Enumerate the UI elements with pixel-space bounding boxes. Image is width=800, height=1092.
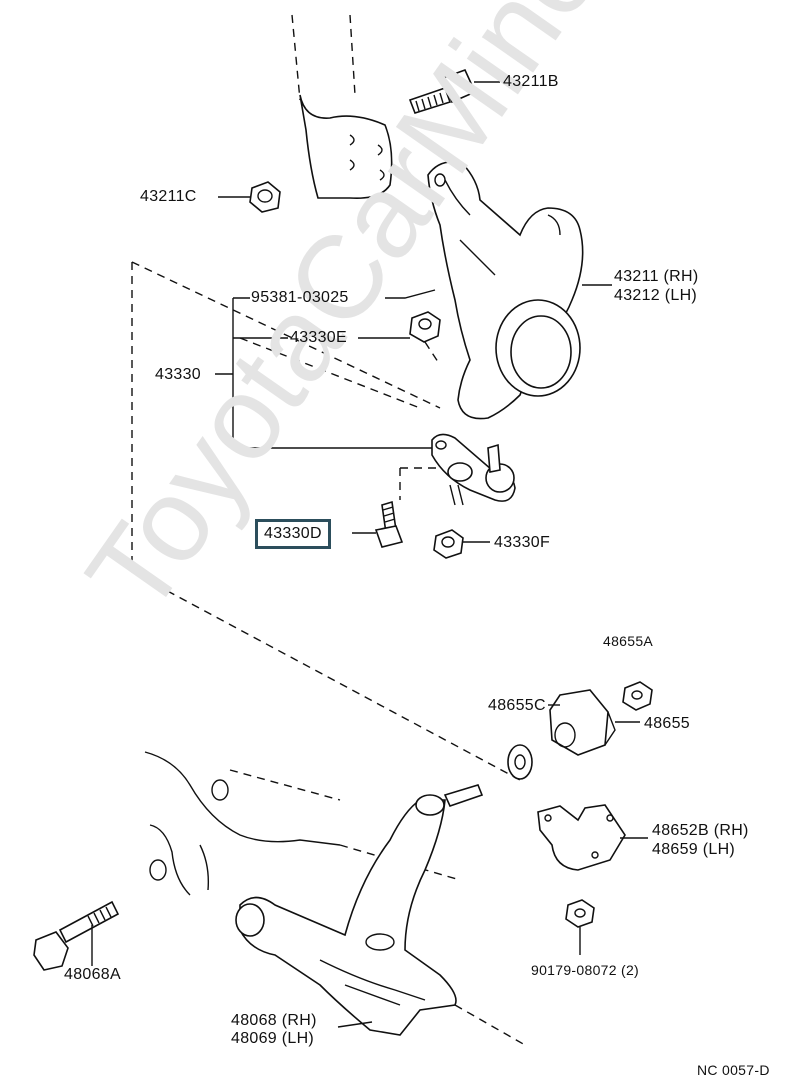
label-43211b: 43211B <box>503 73 559 90</box>
lower-arm-drawing <box>235 784 484 1036</box>
steering-knuckle-drawing <box>427 161 612 420</box>
nut-43211c-drawing <box>218 181 281 213</box>
bracket-48652b-drawing <box>537 804 648 871</box>
label-43211c: 43211C <box>140 188 197 205</box>
assembly-dashed-outline <box>131 261 521 781</box>
label-43212-lh: 43212 (LH) <box>614 287 698 304</box>
label-48069-lh: 48069 (LH) <box>231 1030 315 1047</box>
nut-43330e-drawing <box>409 311 441 366</box>
ball-joint-drawing <box>399 433 516 506</box>
nut-90179-drawing <box>565 899 595 955</box>
label-43330f: 43330F <box>494 534 551 551</box>
label-43211-rh: 43211 (RH) <box>614 268 699 285</box>
leader-lines-43330 <box>215 289 440 449</box>
label-48655: 48655 <box>644 715 690 732</box>
label-48659-lh: 48659 (LH) <box>652 841 736 858</box>
label-43330d-highlighted: 43330D <box>255 519 331 549</box>
bolt-48068a-drawing <box>33 900 120 971</box>
label-48655c: 48655C <box>488 697 546 714</box>
label-43330: 43330 <box>155 366 201 383</box>
label-48068-rh: 48068 (RH) <box>231 1012 317 1029</box>
bushing-48655-drawing <box>507 681 653 780</box>
label-43330e: 43330E <box>290 329 347 346</box>
diagram-code: NC 0057-D <box>697 1062 770 1078</box>
label-48652b-rh: 48652B (RH) <box>652 822 749 839</box>
label-90179: 90179-08072 (2) <box>531 962 640 978</box>
label-48655a: 48655A <box>603 633 654 649</box>
bolt-43330d-drawing <box>352 500 404 548</box>
strut-bracket <box>291 14 393 200</box>
label-95381: 95381-03025 <box>251 289 349 306</box>
label-48068a: 48068A <box>64 966 121 983</box>
bolt-43211b-drawing <box>408 68 500 114</box>
nut-43330f-drawing <box>433 529 490 559</box>
